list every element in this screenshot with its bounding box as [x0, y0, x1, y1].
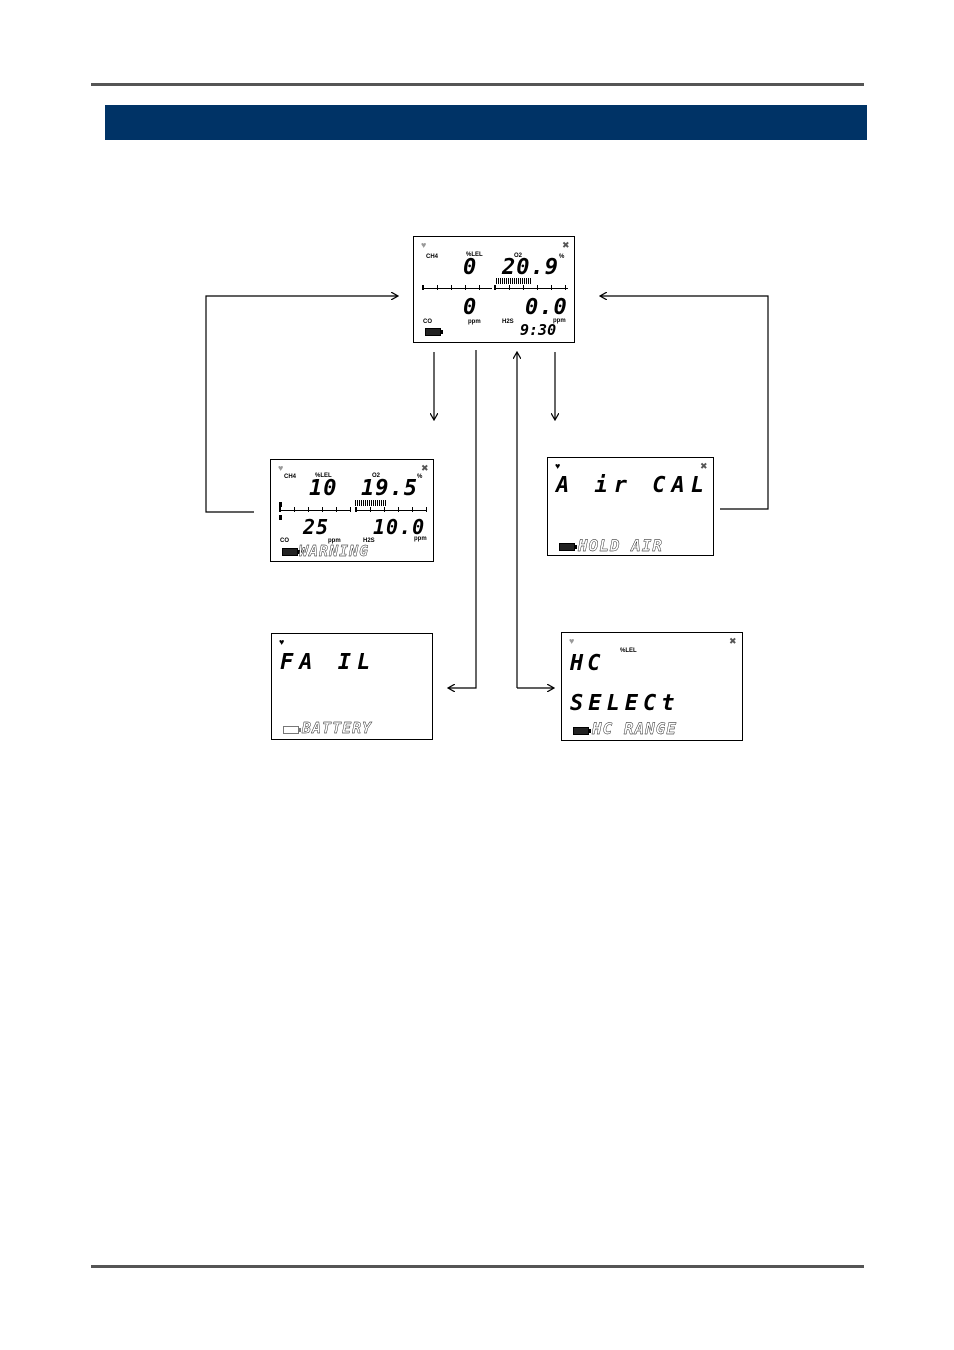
lcd-main-screen: ♥ ✖ CH4 %LEL O2 % 0 20.9 0 0.0 CO ppm H2… [413, 236, 575, 343]
aircal-message: HOLD AIR [578, 538, 663, 554]
clock-time: 9:30 [520, 323, 556, 338]
lcd-aircal-screen: ♥ ✖ A ir CAL HOLD AIR [547, 457, 714, 556]
o2-bargraph-ticks [355, 507, 428, 512]
fail-title: FA IL [280, 652, 376, 674]
lel-unit: %LEL [620, 648, 637, 654]
warning-message: WARNING [299, 544, 369, 559]
ch4-bargraph-ticks [279, 507, 352, 512]
arrow-main-to-fail [448, 350, 476, 688]
co-alarm-marker [279, 515, 282, 520]
co-value: 0 [463, 297, 477, 319]
h2s-ppm-unit: ppm [414, 536, 427, 542]
heart-icon: ♥ [421, 241, 426, 250]
battery-empty-icon [283, 726, 299, 734]
o2-bargraph-fill [496, 278, 532, 284]
heart-icon: ♥ [555, 462, 560, 471]
fan-icon: ✖ [421, 464, 429, 473]
heart-icon: ♥ [278, 464, 283, 473]
fan-icon: ✖ [562, 241, 570, 250]
fan-icon: ✖ [729, 637, 737, 646]
battery-icon [559, 543, 575, 551]
hc-select-label: SELECt [570, 693, 679, 715]
battery-icon [425, 328, 441, 336]
co-ppm-unit: ppm [468, 319, 481, 325]
ch4-value: 10 [309, 478, 338, 500]
co-value: 25 [303, 517, 329, 537]
aircal-title: A ir CAL [556, 475, 710, 497]
pct-unit: % [559, 254, 564, 260]
co-label: CO [423, 319, 432, 325]
o2-bargraph-fill [355, 500, 387, 506]
ch4-bargraph-ticks [422, 285, 493, 290]
lcd-fail-screen: ♥ FA IL BATTERY [271, 633, 433, 740]
lcd-hc-select-screen: ♥ ✖ HC %LEL SELECt HC RANGE [561, 632, 743, 741]
h2s-value: 10.0 [373, 517, 425, 537]
ch4-label: CH4 [284, 474, 296, 480]
heart-icon: ♥ [569, 637, 574, 646]
o2-bargraph-ticks [494, 285, 569, 290]
h2s-label: H2S [502, 319, 514, 325]
hc-title: HC [570, 653, 605, 675]
battery-icon [573, 727, 589, 735]
ch4-value: 0 [463, 257, 477, 279]
heart-icon: ♥ [279, 638, 284, 647]
o2-value: 19.5 [361, 478, 418, 500]
ch4-label: CH4 [426, 254, 438, 260]
fan-icon: ✖ [700, 462, 708, 471]
lcd-warning-screen: ♥ ✖ CH4 %LEL O2 % 10 19.5 25 10.0 CO ppm… [270, 459, 434, 562]
battery-icon [282, 548, 298, 556]
h2s-value: 0.0 [525, 297, 568, 319]
co-label: CO [280, 538, 289, 544]
fail-message: BATTERY [302, 721, 372, 736]
hc-message: HC RANGE [592, 721, 677, 737]
o2-value: 20.9 [502, 257, 559, 279]
